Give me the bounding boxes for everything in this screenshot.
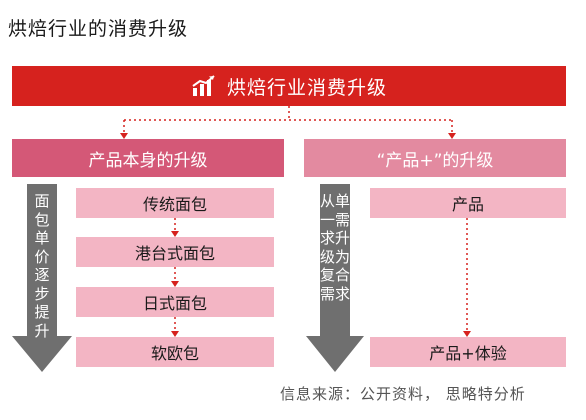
left-header: 产品本身的升级: [12, 139, 284, 177]
right-header: “产品+”的升级: [304, 139, 566, 177]
left-item-3: 日式面包: [76, 287, 274, 317]
left-item-4: 软欧包: [76, 337, 274, 367]
right-item-1: 产品: [370, 188, 566, 218]
left-side-arrow-text: 面包单价逐步提升: [34, 192, 50, 340]
right-side-arrow-text: 从单一需求升级为复合需求: [315, 192, 355, 303]
source-note: 信息来源：公开资料， 思略特分析: [280, 385, 526, 403]
left-side-arrow: [12, 184, 72, 372]
left-item-1: 传统面包: [76, 188, 274, 218]
left-item-2: 港台式面包: [76, 237, 274, 267]
right-side-arrow-text-span: 从单一需求升级为复合需求: [319, 192, 350, 303]
banner-label: 烘焙行业消费升级: [226, 76, 387, 99]
right-side-arrow: [306, 184, 364, 372]
page-title: 烘焙行业的消费升级: [8, 18, 189, 40]
main-banner: 烘焙行业消费升级: [12, 66, 566, 106]
right-item-2: 产品+体验: [370, 337, 566, 367]
bar-chart-trend-icon: [192, 75, 215, 96]
